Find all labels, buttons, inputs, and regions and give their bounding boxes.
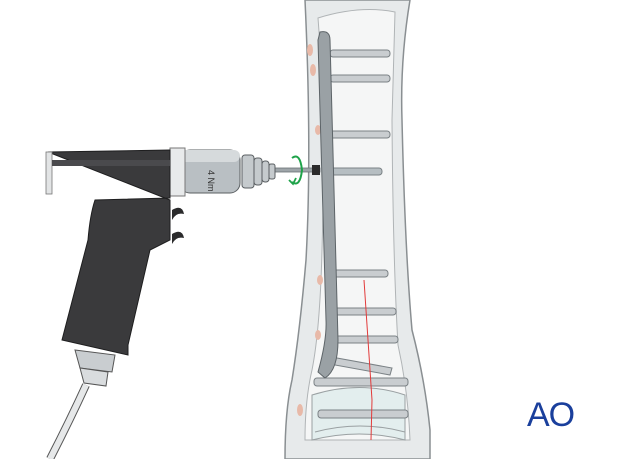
drill-chuck [179,149,276,194]
bone-plate [317,31,339,379]
fracture-line [363,279,373,441]
torque-label: 4 Nm [206,170,216,192]
rotation-arrow-icon [288,155,304,186]
tibia-bone [284,0,431,459]
ao-logo: AO [527,396,575,434]
drill-cable [46,349,116,459]
power-drill [45,147,186,356]
